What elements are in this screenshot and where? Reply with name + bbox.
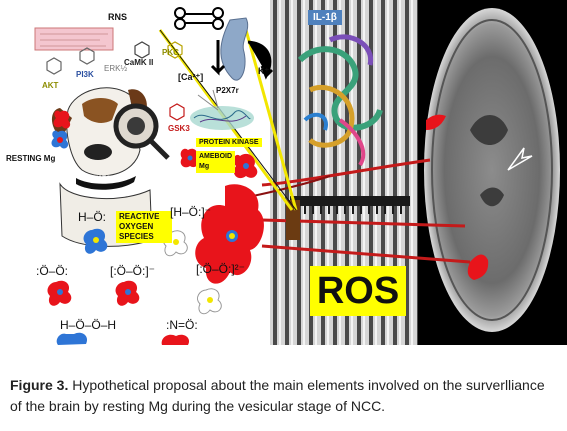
label-erk: ERK½ bbox=[104, 64, 128, 73]
microglia-blue bbox=[56, 332, 88, 345]
label-pi3k: PI3K bbox=[76, 70, 94, 79]
lesion-red bbox=[426, 114, 446, 130]
microglia-red bbox=[115, 280, 140, 306]
microglia-ameboid bbox=[195, 184, 264, 284]
label-calcium: [Ca²⁺] bbox=[178, 72, 204, 82]
arrow-curved-icon bbox=[247, 40, 274, 80]
microglia-blue bbox=[51, 130, 69, 149]
label-rns: RNS bbox=[108, 12, 128, 22]
formula-peroxide-ion: [:Ö–Ö:]²⁻ bbox=[196, 262, 246, 276]
figure-illustration bbox=[34, 0, 567, 345]
rns-card bbox=[34, 27, 114, 51]
microglia-red-small bbox=[180, 148, 199, 168]
probe-bar bbox=[290, 196, 410, 206]
formula-hydrogen-peroxide: H–Ö–Ö–H bbox=[60, 318, 117, 332]
brain-ct-scan bbox=[424, 8, 560, 332]
probe-handle bbox=[286, 200, 300, 240]
label-watson: WATSON bbox=[92, 176, 121, 182]
formula-superoxide: [:Ö–Ö:]⁻ bbox=[110, 264, 156, 278]
bone-icon bbox=[174, 7, 224, 30]
microglia-red bbox=[47, 280, 72, 306]
label-reactive-oxygen-species: REACTIVE OXYGEN SPECIES bbox=[116, 211, 172, 243]
microglia-red bbox=[161, 334, 190, 345]
il1b-protein bbox=[297, 34, 383, 167]
arrow-icon bbox=[507, 147, 533, 171]
label-pkc: PKC bbox=[162, 48, 179, 57]
process-line bbox=[261, 218, 466, 228]
molecule-icon bbox=[46, 57, 62, 75]
label-gsk3: GSK3 bbox=[168, 124, 190, 133]
label-reactive-line2: OXYGEN bbox=[119, 222, 154, 231]
label-ros: ROS bbox=[310, 266, 406, 316]
label-potassium: K⁺ bbox=[258, 66, 270, 76]
label-reactive-line3: SPECIES bbox=[119, 232, 154, 241]
molecule-icon bbox=[167, 41, 183, 59]
lesion-red bbox=[467, 254, 489, 280]
microglia-red-small bbox=[233, 153, 258, 179]
label-ameboid: AMEBOID Mg bbox=[196, 151, 236, 173]
label-protein-kinase: PROTEIN KINASE bbox=[196, 138, 262, 147]
microglia-white bbox=[197, 288, 222, 315]
figure: RNS AKT PI3K ERK½ CaMK II PKC [Ca²⁺] P2X… bbox=[6, 0, 567, 345]
molecule-icon bbox=[169, 103, 185, 121]
label-reactive-line1: REACTIVE bbox=[119, 212, 160, 221]
caption-text: Hypothetical proposal about the main ele… bbox=[10, 377, 545, 414]
microglia-blue bbox=[83, 228, 108, 254]
figure-caption: Figure 3. Hypothetical proposal about th… bbox=[10, 375, 560, 417]
label-il1b: IL-1β bbox=[308, 10, 342, 25]
microglia-resting bbox=[53, 110, 71, 129]
label-ameboid-line2: Mg bbox=[199, 163, 210, 170]
label-camk: CaMK II bbox=[124, 58, 154, 67]
molecule-icon bbox=[134, 41, 150, 59]
process-line bbox=[261, 244, 471, 264]
formula-hydroxide-ion: [H–Ö:]⁻ bbox=[170, 205, 212, 219]
p2x7-receptor bbox=[220, 17, 249, 81]
formula-nitric-oxide: :N=Ö: bbox=[166, 318, 198, 332]
label-resting-mg: RESTING Mg bbox=[6, 154, 56, 163]
arrow-down-icon bbox=[210, 40, 226, 76]
kinase-network bbox=[190, 106, 254, 130]
label-p2x7r: P2X7r bbox=[216, 86, 239, 95]
formula-oxygen: :Ö–Ö: bbox=[36, 264, 69, 278]
molecule-icon bbox=[79, 47, 95, 65]
magnifying-glass-icon bbox=[113, 103, 170, 160]
caption-label: Figure 3. bbox=[10, 377, 69, 393]
label-ameboid-line1: AMEBOID bbox=[199, 153, 233, 160]
label-akt: AKT bbox=[42, 81, 59, 90]
formula-hydroxyl: H–Ö: bbox=[78, 210, 107, 224]
